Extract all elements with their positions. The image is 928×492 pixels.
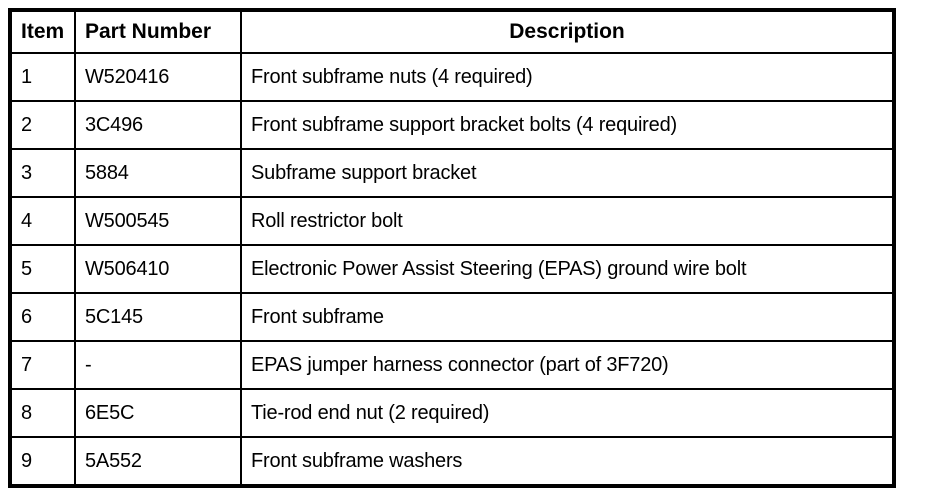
cell-description: Front subframe	[240, 292, 895, 342]
cell-description: Subframe support bracket	[240, 148, 895, 198]
cell-part-number: 5C145	[74, 292, 242, 342]
cell-item: 7	[9, 340, 76, 390]
column-header-description: Description	[240, 9, 895, 54]
cell-part-number: W500545	[74, 196, 242, 246]
table-row: 7-EPAS jumper harness connector (part of…	[9, 340, 895, 390]
cell-item: 6	[9, 292, 76, 342]
cell-part-number: 3C496	[74, 100, 242, 150]
cell-item: 5	[9, 244, 76, 294]
cell-item: 1	[9, 52, 76, 102]
cell-description: EPAS jumper harness connector (part of 3…	[240, 340, 895, 390]
column-header-part-number: Part Number	[74, 9, 242, 54]
cell-part-number: W506410	[74, 244, 242, 294]
cell-description: Front subframe washers	[240, 436, 895, 487]
cell-description: Front subframe nuts (4 required)	[240, 52, 895, 102]
cell-part-number: W520416	[74, 52, 242, 102]
cell-part-number: 6E5C	[74, 388, 242, 438]
cell-item: 9	[9, 436, 76, 487]
cell-item: 4	[9, 196, 76, 246]
cell-item: 3	[9, 148, 76, 198]
cell-description: Front subframe support bracket bolts (4 …	[240, 100, 895, 150]
cell-part-number: 5884	[74, 148, 242, 198]
column-header-item: Item	[9, 9, 76, 54]
cell-description: Electronic Power Assist Steering (EPAS) …	[240, 244, 895, 294]
cell-item: 8	[9, 388, 76, 438]
cell-item: 2	[9, 100, 76, 150]
cell-part-number: 5A552	[74, 436, 242, 487]
cell-description: Roll restrictor bolt	[240, 196, 895, 246]
header-row: Item Part Number Description	[9, 9, 895, 54]
cell-description: Tie-rod end nut (2 required)	[240, 388, 895, 438]
cell-part-number: -	[74, 340, 242, 390]
